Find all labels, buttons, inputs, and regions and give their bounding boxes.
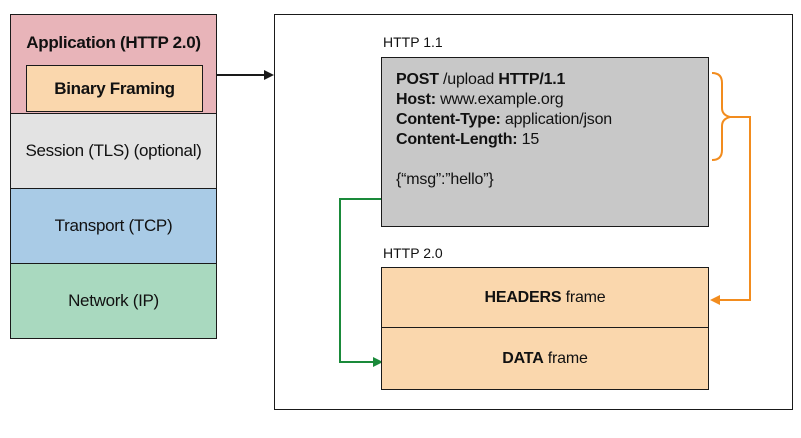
binary-framing-layer: Binary Framing bbox=[26, 65, 203, 112]
host-header-key: Host: bbox=[396, 91, 436, 108]
http11-title: HTTP 1.1 bbox=[383, 34, 443, 50]
headers-frame-key: HEADERS bbox=[484, 289, 562, 306]
data-frame: DATA frame bbox=[381, 327, 709, 390]
request-method: POST bbox=[396, 71, 439, 88]
content-type-value: application/json bbox=[500, 111, 612, 128]
request-version: HTTP/1.1 bbox=[498, 71, 566, 88]
session-layer: Session (TLS) (optional) bbox=[10, 113, 217, 189]
request-line: POST /upload HTTP/1.1 bbox=[396, 70, 708, 90]
protocol-comparison-panel bbox=[274, 14, 793, 410]
headers-arrow bbox=[710, 116, 751, 305]
request-body: {“msg”:”hello”} bbox=[396, 171, 494, 188]
headers-frame: HEADERS frame bbox=[381, 267, 709, 329]
network-layer: Network (IP) bbox=[10, 263, 217, 339]
network-layer-label: Network (IP) bbox=[68, 291, 159, 310]
binary-framing-label: Binary Framing bbox=[54, 78, 175, 98]
transport-layer-label: Transport (TCP) bbox=[54, 216, 173, 235]
data-frame-key: DATA bbox=[502, 349, 544, 367]
request-path: /upload bbox=[438, 71, 499, 88]
content-length-header: Content-Length: 15 bbox=[396, 130, 708, 150]
headers-frame-suffix: frame bbox=[561, 289, 606, 306]
http11-request-box: POST /upload HTTP/1.1 Host: www.example.… bbox=[381, 57, 709, 227]
http20-title: HTTP 2.0 bbox=[383, 245, 443, 261]
content-type-header: Content-Type: application/json bbox=[396, 110, 708, 130]
host-header-value: www.example.org bbox=[435, 91, 564, 108]
transport-layer: Transport (TCP) bbox=[10, 188, 217, 264]
host-header: Host: www.example.org bbox=[396, 90, 708, 110]
session-layer-label: Session (TLS) (optional) bbox=[25, 141, 202, 160]
content-length-value: 15 bbox=[517, 131, 540, 148]
content-length-key: Content-Length: bbox=[396, 131, 518, 148]
application-layer-label: Application (HTTP 2.0) bbox=[26, 33, 201, 52]
content-type-key: Content-Type: bbox=[396, 111, 501, 128]
data-frame-suffix: frame bbox=[543, 349, 588, 367]
data-arrow bbox=[339, 198, 392, 367]
